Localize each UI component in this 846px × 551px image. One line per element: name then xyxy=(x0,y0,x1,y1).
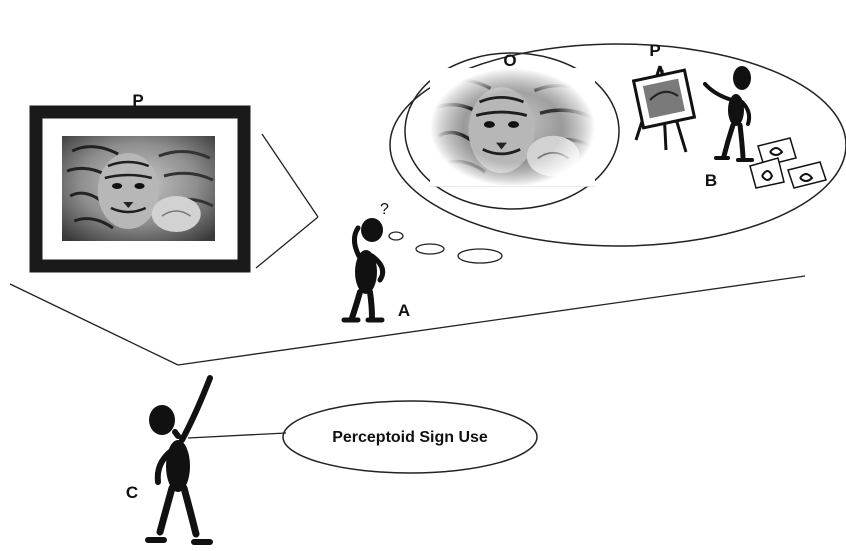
view-cone xyxy=(256,134,318,268)
pointer-line xyxy=(188,433,286,438)
label-easel-p: P xyxy=(649,41,660,60)
tiger-photo-icon xyxy=(62,136,215,241)
tiger-object-icon xyxy=(430,68,595,187)
sketch-papers-icon xyxy=(750,138,826,188)
label-oval-o: O xyxy=(503,51,516,70)
thought-trail xyxy=(389,232,502,263)
thinking-figure-icon xyxy=(344,218,383,320)
label-person-c: C xyxy=(126,483,138,502)
easel-icon xyxy=(634,66,695,152)
pointing-figure-icon xyxy=(148,378,210,542)
label-frame-p: P xyxy=(132,91,143,110)
label-person-b: B xyxy=(705,171,717,190)
painter-figure-icon xyxy=(705,66,752,160)
framed-picture xyxy=(36,112,244,266)
question-mark: ? xyxy=(380,201,389,218)
label-person-a: A xyxy=(398,301,410,320)
floor-lines xyxy=(10,276,805,365)
caption-text: Perceptoid Sign Use xyxy=(332,429,488,446)
